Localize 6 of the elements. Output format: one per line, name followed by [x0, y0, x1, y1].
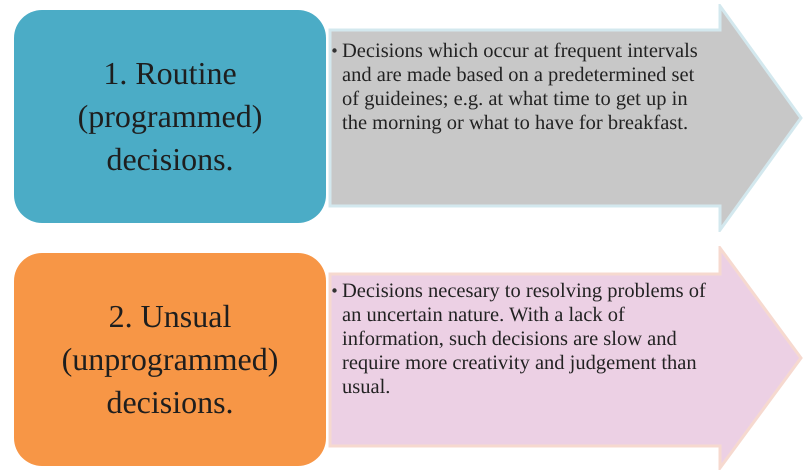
bullet-text: Decisions necesary to resolving problems of an uncertain nature. With a lack of information, such decisions are slow and require more creativity and judgement than usual.	[342, 280, 707, 400]
rounded-box	[14, 253, 326, 466]
bullet-text: Decisions which occur at frequent intervals and are made based on a predetermined set of guideines; e.g. at what time to get up in the morning or what to have for breakfast.	[342, 40, 699, 136]
box-title: 1. Routine (programmed) decisions.	[76, 54, 264, 180]
rounded-box	[14, 10, 326, 223]
box-title: 2. Unsual (unprogrammed) decisions.	[60, 296, 280, 422]
